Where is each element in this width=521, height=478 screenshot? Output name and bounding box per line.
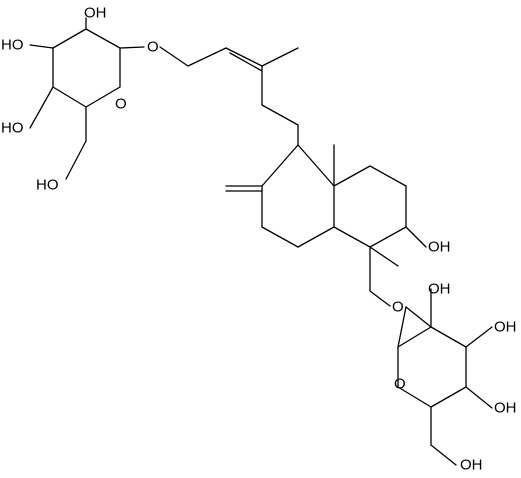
bond-29 (369, 165, 407, 187)
bond-5 (52, 28, 87, 49)
bond-11 (119, 46, 145, 49)
bond-25 (297, 144, 335, 187)
bond-0 (85, 28, 121, 49)
oh-label-bottom-sugar-c4: OH (494, 400, 517, 417)
bond-22 (261, 226, 299, 248)
bond-44 (397, 326, 432, 348)
bond-45 (397, 306, 407, 348)
bond-48 (465, 386, 493, 409)
bond-39 (430, 326, 467, 348)
bond-14 (225, 47, 263, 67)
bond-7 (29, 44, 54, 49)
bond-18 (261, 104, 299, 126)
bond-34 (405, 226, 427, 248)
glycosidic-oxygen-label-bottom: O (392, 299, 404, 316)
bond-3 (52, 86, 87, 108)
bond-41 (430, 386, 467, 408)
bond-35 (369, 246, 399, 267)
bond-2 (85, 86, 121, 108)
oh-label-bottom-sugar-c3: OH (494, 319, 517, 336)
bond-37 (369, 290, 391, 307)
bond-31 (369, 226, 407, 248)
bond-23 (297, 226, 335, 248)
bond-8 (29, 86, 54, 129)
bond-50 (430, 444, 457, 466)
ring-oxygen-label-bottom: O (394, 376, 406, 393)
ho-label-top-sugar-c6: HO (36, 177, 59, 194)
bond-layer (29, 17, 493, 466)
ring-oxygen-label-top: O (115, 96, 127, 113)
ho-label-top-sugar-c3: HO (1, 37, 24, 54)
bond-15 (229, 52, 263, 72)
oh-label-bottom-sugar-c2: OH (428, 281, 451, 298)
bond-10 (65, 140, 87, 180)
bond-38 (405, 306, 432, 328)
ho-label-top-sugar-c4: HO (1, 120, 24, 137)
oh-label-top-sugar-c2: OH (84, 5, 107, 22)
bond-32 (333, 226, 371, 248)
bond-28 (333, 165, 371, 187)
bond-42 (397, 386, 432, 408)
bond-12 (159, 46, 189, 67)
bond-13 (187, 47, 227, 67)
bond-20 (261, 144, 299, 187)
bond-16 (261, 47, 299, 67)
bond-47 (465, 326, 493, 348)
atom-label-layer: OH HO HO HO O O OH O OH OH OH O OH (1, 5, 517, 474)
glycosidic-oxygen-label-top: O (147, 39, 159, 56)
oh-label-decalin: OH (428, 239, 451, 256)
oh-label-bottom-sugar-c6: OH (460, 457, 483, 474)
